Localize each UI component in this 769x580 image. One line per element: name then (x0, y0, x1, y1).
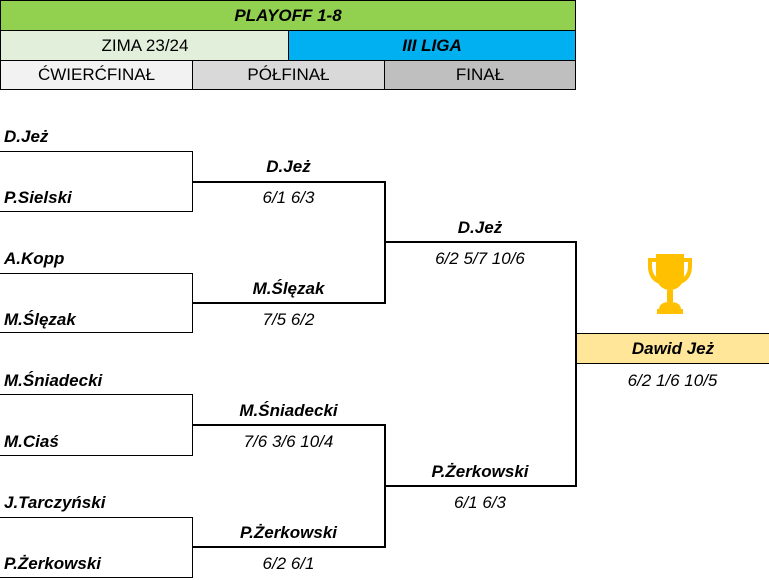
sf1-score: 6/2 5/7 10/6 (435, 249, 525, 268)
qf3-player1: M.Śniadecki (4, 371, 103, 390)
qf2-player2: M.Ślęzak (4, 310, 76, 329)
round-final-label: FINAŁ (384, 60, 576, 90)
qf2-line-top (0, 273, 193, 274)
qf4-winner: P.Żerkowski (239, 523, 338, 542)
qf3-score: 7/6 3/6 10/4 (243, 432, 334, 451)
season-label: ZIMA 23/24 (0, 30, 289, 61)
qf2-player1: A.Kopp (4, 249, 65, 268)
qf4-line-top (0, 517, 193, 518)
qf1-score: 6/1 6/3 (262, 188, 315, 207)
final-score: 6/2 1/6 10/5 (627, 371, 718, 390)
bracket-title: PLAYOFF 1-8 (0, 0, 576, 31)
qf1-player1: D.Jeż (4, 127, 49, 146)
qf3-winner-line (192, 424, 385, 426)
champion-box: Dawid Jeż (576, 333, 769, 364)
trophy-icon (648, 254, 692, 314)
league-label: III LIGA (288, 30, 576, 61)
qf2-winner: M.Ślęzak (252, 279, 325, 298)
round-semifinal-label: PÓŁFINAŁ (192, 60, 385, 90)
qf2-winner-line (192, 302, 385, 304)
qf3-line-bottom (0, 455, 193, 456)
qf1-winner-line (192, 181, 385, 183)
qf4-line-bottom (0, 577, 193, 578)
final-line-connector (575, 241, 577, 487)
qf1-player2: P.Sielski (4, 188, 72, 207)
qf3-line-top (0, 394, 193, 395)
qf1-line-bottom (0, 211, 193, 212)
qf4-winner-line (192, 546, 385, 548)
sf2-winner: P.Żerkowski (431, 462, 529, 481)
qf3-winner: M.Śniadecki (239, 401, 338, 420)
round-quarterfinal-label: ĆWIERĆFINAŁ (0, 60, 193, 90)
qf2-line-bottom (0, 332, 193, 333)
qf1-winner: D.Jeż (266, 157, 311, 176)
sf1-winner-line (384, 241, 577, 243)
qf4-player2: P.Żerkowski (4, 554, 102, 573)
qf1-line-top (0, 151, 193, 152)
sf1-winner: D.Jeż (457, 218, 503, 237)
qf4-player1: J.Tarczyński (4, 493, 106, 512)
qf4-score: 6/2 6/1 (262, 554, 315, 573)
qf3-player2: M.Ciaś (4, 432, 59, 451)
sf2-winner-line (384, 485, 577, 487)
sf2-score: 6/1 6/3 (454, 493, 506, 512)
qf2-score: 7/5 6/2 (262, 310, 315, 329)
